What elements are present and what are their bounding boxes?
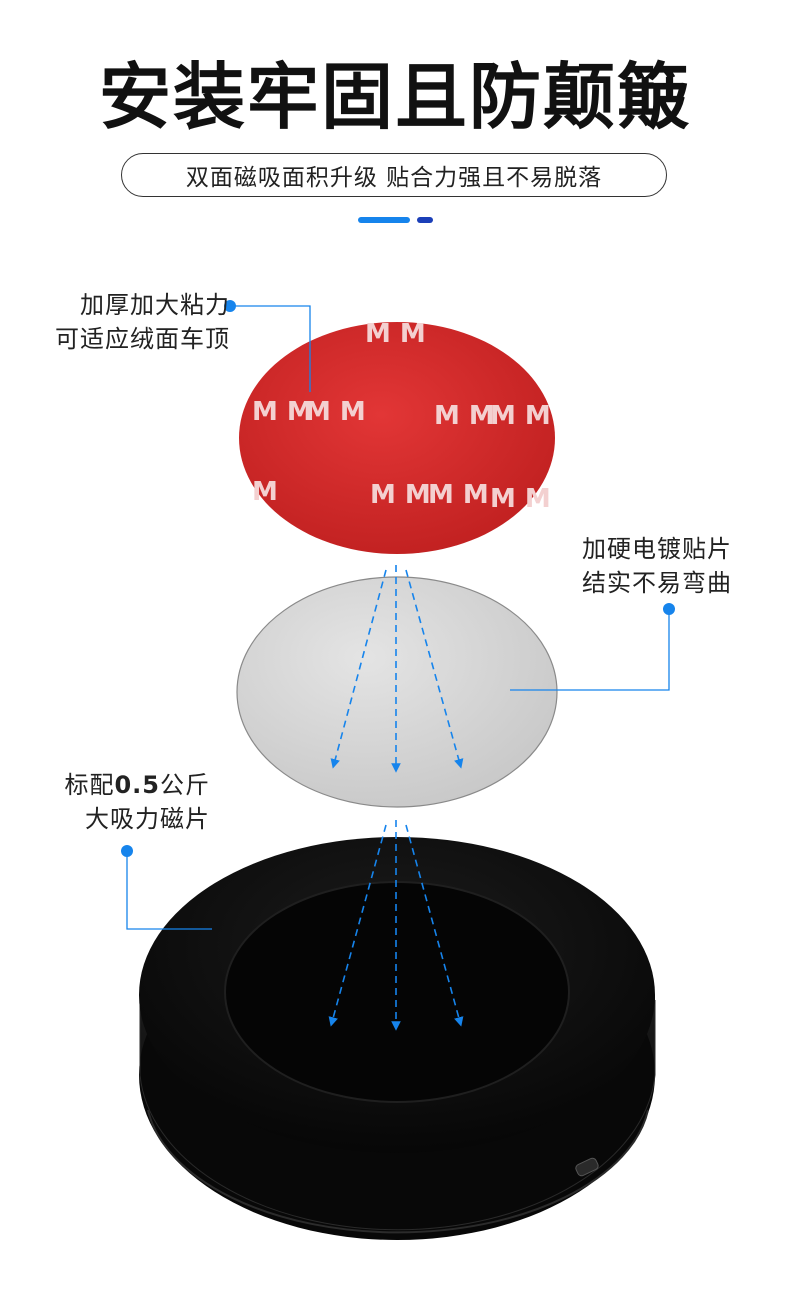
callout-magnet: 标配0.5公斤 大吸力磁片 [40, 768, 210, 836]
mm-logo: M M [370, 480, 431, 510]
mm-logo: M M [434, 401, 495, 431]
mm-logo: M [252, 477, 278, 507]
arrows-upper [330, 565, 464, 773]
subtitle-pill: 双面磁吸面积升级 贴合力强且不易脱落 [121, 153, 667, 197]
arrows-lower [328, 820, 464, 1031]
mm-logo: M M [365, 319, 426, 349]
callout-adhesive-line1: 加厚加大粘力 [80, 291, 230, 319]
callout-dot [121, 845, 133, 857]
usb-port-icon [575, 1157, 599, 1177]
callout-plate: 加硬电镀贴片 结实不易弯曲 [582, 532, 782, 600]
mm-logo: M M [252, 397, 313, 427]
callout-adhesive-line2: 可适应绒面车顶 [55, 325, 230, 353]
mm-logo: M M [490, 484, 551, 514]
metal-plate [236, 576, 558, 808]
mm-logo: M M [490, 401, 551, 431]
callout-leaders [126, 305, 670, 930]
callout-magnet-line2: 大吸力磁片 [85, 805, 210, 833]
accent-dash-short [417, 217, 433, 223]
callout-magnet-weight: 0.5 [114, 771, 160, 799]
adhesive-pad: M M M M M M M M M M M M M M M M M [239, 319, 555, 554]
callout-magnet-prefix: 标配 [64, 771, 115, 799]
magnet-base [139, 837, 656, 1240]
callout-adhesive: 加厚加大粘力 可适应绒面车顶 [30, 288, 230, 356]
callout-plate-line1: 加硬电镀贴片 [582, 535, 732, 563]
page-title: 安装牢固且防颠簸 [98, 55, 691, 139]
callout-plate-line2: 结实不易弯曲 [582, 569, 732, 597]
subtitle-text: 双面磁吸面积升级 贴合力强且不易脱落 [185, 165, 603, 191]
mm-logo: M M [305, 397, 366, 427]
mm-logo: M M [428, 480, 489, 510]
callout-magnet-line1: 标配0.5公斤 [40, 768, 210, 802]
callout-magnet-suffix: 公斤 [160, 771, 210, 799]
accent-dash-long [358, 217, 410, 223]
callout-dot [663, 603, 675, 615]
callout-dot [224, 300, 236, 312]
